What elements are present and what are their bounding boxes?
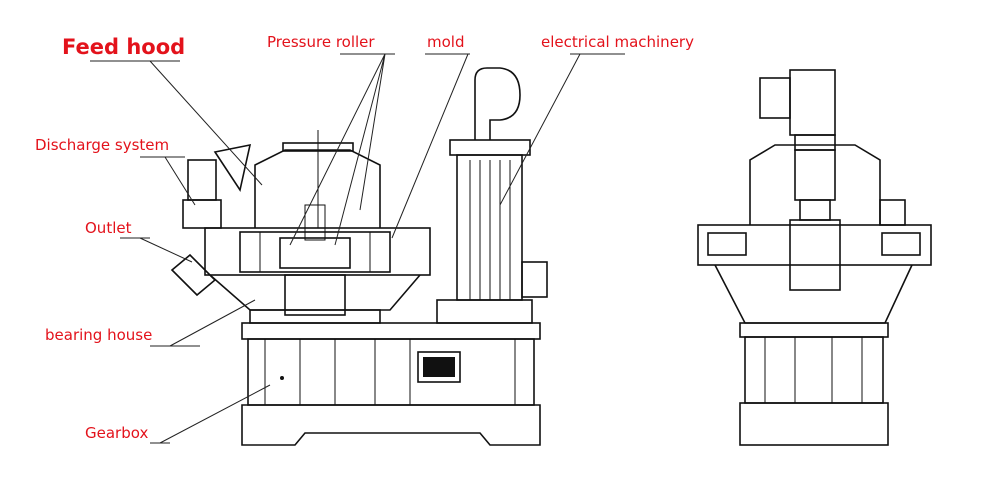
pressure-roller-label: Pressure roller: [267, 33, 375, 51]
front-view: [697, 69, 932, 446]
discharge-system-label: Discharge system: [35, 136, 170, 154]
outlet-label: Outlet: [85, 219, 132, 237]
bearing-house-label: bearing house: [45, 326, 153, 344]
feed-hood-label: Feed hood: [62, 35, 186, 59]
leader-lines: [90, 53, 625, 444]
side-view: [170, 67, 548, 446]
gearbox-label: Gearbox: [85, 424, 149, 442]
mold-label: mold: [427, 33, 465, 51]
electrical-machinery-label: electrical machinery: [541, 33, 694, 51]
